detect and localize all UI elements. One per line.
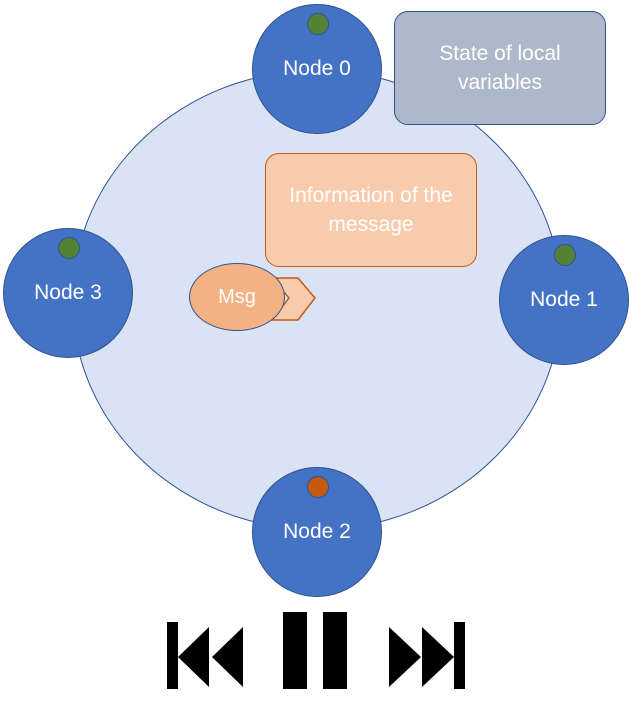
node-3-label: Node 3: [34, 281, 102, 304]
message-info-text: Information of the message: [289, 184, 453, 236]
skip-previous-icon[interactable]: [165, 622, 245, 692]
node-1[interactable]: Node 1: [499, 235, 629, 365]
node-0-label: Node 0: [283, 57, 351, 80]
local-state-callout: State of local variables: [394, 11, 606, 125]
message-token[interactable]: Msg: [189, 263, 285, 331]
pause-icon[interactable]: [283, 612, 353, 692]
node-3-status-dot: [58, 237, 80, 259]
node-2-status-dot: [307, 476, 329, 498]
node-0-status-dot: [307, 13, 329, 35]
node-3[interactable]: Node 3: [3, 228, 133, 358]
node-2[interactable]: Node 2: [252, 467, 382, 597]
playback-controls: [0, 612, 638, 692]
node-1-label: Node 1: [530, 288, 598, 311]
node-1-status-dot: [554, 244, 576, 266]
node-2-label: Node 2: [283, 520, 351, 543]
message-label: Msg: [218, 285, 256, 308]
local-state-text: State of local variables: [439, 42, 561, 94]
skip-next-icon[interactable]: [388, 622, 468, 692]
message-info-callout: Information of the message: [265, 153, 477, 267]
node-0[interactable]: Node 0: [252, 4, 382, 134]
ring-topology: [72, 70, 562, 530]
